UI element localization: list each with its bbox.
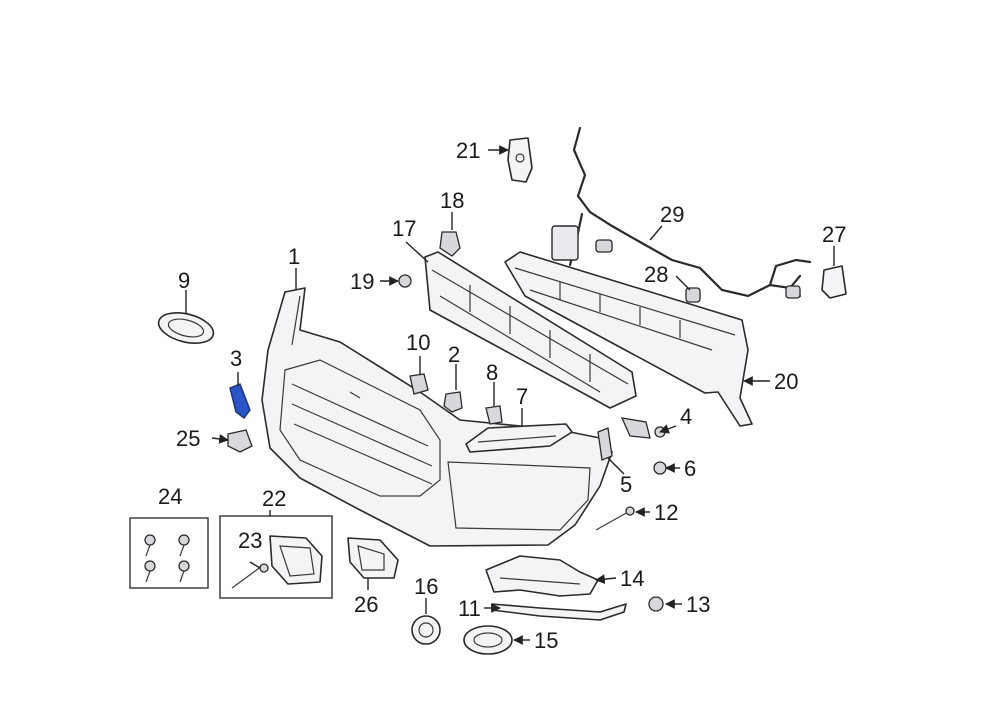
callout-10: 10 xyxy=(406,330,430,355)
callout-11: 11 xyxy=(458,596,481,621)
callout-16: 16 xyxy=(414,574,438,599)
part-4-bracket xyxy=(620,417,666,439)
part-26-bezel xyxy=(347,537,399,579)
part-5-bracket xyxy=(597,427,613,461)
part-25-sensor xyxy=(227,429,253,453)
part-20-reinforcement-beam xyxy=(504,251,753,427)
callout-8: 8 xyxy=(486,360,498,385)
callout-22: 22 xyxy=(262,486,286,511)
callout-23: 23 xyxy=(238,528,262,553)
part-29-wiring-harness xyxy=(551,126,812,303)
part-15-cover xyxy=(463,625,513,655)
part-16-lamp xyxy=(411,615,441,645)
callout-5: 5 xyxy=(620,472,632,497)
part-21-bracket xyxy=(507,137,533,183)
kit-box-24 xyxy=(129,517,209,589)
callout-18: 18 xyxy=(440,188,464,213)
callout-20: 20 xyxy=(774,369,798,394)
leader-lines xyxy=(185,145,835,645)
part-3-bracket xyxy=(229,383,251,419)
callout-9: 9 xyxy=(178,268,190,293)
part-14-lower-valance xyxy=(485,555,599,597)
callout-29: 29 xyxy=(660,202,684,227)
callout-27: 27 xyxy=(822,222,846,247)
part-17-energy-absorber xyxy=(424,251,637,409)
callout-7: 7 xyxy=(516,384,528,409)
part-2-clip xyxy=(443,391,463,413)
part-8-clip xyxy=(485,405,503,425)
kit-box-22 xyxy=(219,515,333,599)
callout-4: 4 xyxy=(680,404,692,429)
callout-labels: 1 2 3 4 5 6 7 8 9 10 11 12 13 14 15 16 1… xyxy=(158,138,846,653)
part-11-molding xyxy=(491,603,627,621)
part-7-trim xyxy=(465,423,573,453)
part-6-screw xyxy=(653,461,667,475)
callout-15: 15 xyxy=(534,628,558,653)
callout-6: 6 xyxy=(684,456,696,481)
part-9-emblem xyxy=(157,312,215,344)
callout-2: 2 xyxy=(448,342,460,367)
callout-25: 25 xyxy=(176,426,200,451)
part-27-sensor-bracket xyxy=(821,265,847,299)
callout-19: 19 xyxy=(350,269,374,294)
callout-12: 12 xyxy=(654,500,678,525)
part-18-clip xyxy=(439,231,461,257)
callout-1: 1 xyxy=(288,244,300,269)
part-12-screw xyxy=(595,506,635,531)
callout-26: 26 xyxy=(354,592,378,617)
callout-3: 3 xyxy=(230,346,242,371)
callout-13: 13 xyxy=(686,592,710,617)
part-13-clip xyxy=(648,596,664,612)
callout-17: 17 xyxy=(392,216,416,241)
callout-14: 14 xyxy=(620,566,644,591)
part-10-clip xyxy=(409,373,429,395)
part-19-screw xyxy=(398,274,412,288)
callout-28: 28 xyxy=(644,262,668,287)
callout-24: 24 xyxy=(158,484,182,509)
callout-21: 21 xyxy=(456,138,480,163)
